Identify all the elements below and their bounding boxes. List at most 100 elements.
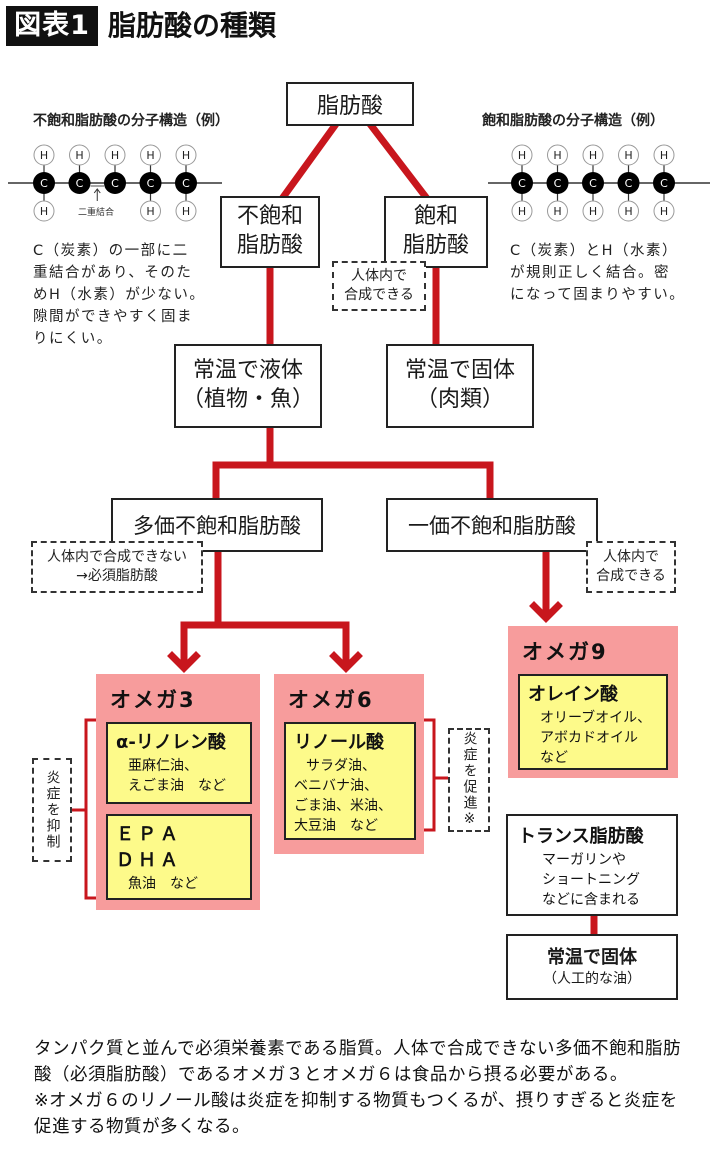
alpha-linolenic-box: α-リノレン酸 亜麻仁油、 えごま油 など [106, 722, 252, 804]
node-label: （植物・魚） [181, 387, 314, 412]
carbon-atom [68, 172, 91, 194]
node-label: 脂肪酸 [316, 94, 383, 119]
hydrogen-label: H [182, 205, 190, 218]
carbon-label: C [147, 177, 155, 190]
note-line: 合成できる [344, 287, 414, 303]
hydrogen-atom [33, 144, 55, 166]
connector-root-sat [365, 119, 430, 201]
carbon-label: C [660, 177, 668, 190]
food-line: オリーブオイル、 [540, 710, 652, 726]
footer-paragraph: タンパク質と並んで必須栄養素である脂質。人体で合成できない多価不飽和脂肪酸（必須… [34, 1039, 681, 1085]
double-bond-label: 二重結合 [78, 208, 115, 218]
epa-dha-box: ＥＰＡ ＤＨＡ 魚油 など [106, 814, 252, 900]
trans-fat-heading: トランス脂肪酸 [518, 826, 644, 847]
note-suppress-inflammation: 炎症を抑制 [32, 758, 72, 862]
hydrogen-label: H [146, 205, 154, 218]
desc-line: になって固まりやすい。 [510, 287, 686, 303]
note-saturated-synthesizable: 人体内で合成できる [332, 261, 426, 311]
carbon-atom [175, 172, 197, 194]
hydrogen-atom [140, 144, 161, 166]
node-label: 飽和 [413, 204, 458, 230]
oleic-heading: オレイン酸 [528, 684, 618, 705]
food-line: など [540, 750, 568, 766]
hydrogen-label: H [660, 205, 668, 218]
node-liquid: 常温で液体（植物・魚） [174, 344, 322, 428]
linoleic-box: リノール酸 サラダ油、 ベニバナ油、 ごま油、米油、 大豆油 など [284, 722, 416, 840]
note-line: 人体内で [350, 268, 407, 285]
omega6-group: オメガ6 リノール酸 サラダ油、 ベニバナ油、 ごま油、米油、 大豆油 など [274, 674, 424, 854]
node-label: 一価不飽和脂肪酸 [408, 514, 576, 538]
connector-lines [72, 119, 598, 939]
alpha-linolenic-heading: α-リノレン酸 [116, 732, 226, 753]
hydrogen-atom [69, 144, 90, 166]
omega9-group: オメガ9 オレイン酸 オリーブオイル、 アボカドオイル など [508, 626, 678, 778]
note-line: →必須脂肪酸 [76, 568, 158, 584]
arrowhead-omega9 [529, 601, 563, 623]
hydrogen-label: H [40, 205, 48, 218]
hydrogen-atom [140, 200, 161, 222]
note-mono-synthesizable: 人体内で合成できる [586, 541, 676, 593]
food-line: 亜麻仁油、 [128, 758, 198, 774]
hydrogen-atom [547, 144, 568, 166]
note-poly-essential: 人体内で合成できない →必須脂肪酸 [31, 541, 203, 593]
connector-liquid-mono [266, 461, 494, 504]
food-line: サラダ油、 [306, 758, 376, 774]
note-promote-inflammation: 炎症を促進※ [448, 728, 490, 832]
food-line: ごま油、米油、 [294, 798, 392, 814]
connector-poly-omega [180, 548, 222, 669]
connector-root-unsat [279, 119, 341, 201]
desc-line: 重結合があり、そのた [33, 265, 193, 281]
carbon-atom [546, 172, 569, 194]
carbon-atom [33, 172, 55, 194]
desc-line: めH（水素）が少ない。 [33, 287, 206, 303]
carbon-label: C [40, 177, 48, 190]
food-line: ベニバナ油、 [294, 778, 378, 794]
node-label: 不飽和 [236, 204, 303, 230]
node-label: 脂肪酸 [236, 233, 303, 258]
trans-solid-box: 常温で固体 （人工的な油） [506, 934, 678, 1000]
food-line: アボカドオイル [540, 730, 638, 746]
omega3-label: オメガ3 [110, 688, 196, 712]
hydrogen-atom [104, 144, 126, 166]
node-label: 多価不飽和脂肪酸 [133, 514, 301, 538]
note-line: 合成できる [596, 568, 666, 584]
hydrogen-atom [175, 144, 197, 166]
omega3-group: オメガ3 α-リノレン酸 亜麻仁油、 えごま油 など ＥＰＡ ＤＨＡ 魚油 など [96, 674, 260, 910]
hydrogen-atom [582, 200, 604, 222]
trans-fat-box: トランス脂肪酸 マーガリンや ショートニング などに含まれる [506, 814, 678, 916]
node-solid: 常温で固体（肉類） [386, 344, 534, 428]
trans-line: ショートニング [542, 872, 640, 888]
node-label: 脂肪酸 [402, 233, 469, 258]
connector-poly-omega6 [214, 621, 350, 669]
note-line: 人体内で合成できない [47, 549, 187, 566]
node-saturated: 飽和脂肪酸 [384, 196, 488, 268]
hydrogen-label: H [75, 149, 83, 162]
hydrogen-label: H [589, 205, 597, 218]
desc-line: C（炭素）の一部に二 [33, 243, 189, 259]
carbon-label: C [518, 177, 526, 190]
figure-badge: 図表1 [6, 6, 98, 46]
note-line: 人体内で [602, 549, 659, 566]
epa-heading: ＥＰＡ [116, 824, 182, 845]
omega9-label: オメガ9 [522, 640, 608, 664]
bracket-omega6 [422, 718, 436, 832]
desc-line: C（炭素）とH（水素） [510, 243, 679, 259]
carbon-label: C [589, 177, 597, 190]
hydrogen-atom [653, 144, 675, 166]
hydrogen-atom [33, 200, 55, 222]
carbon-label: C [554, 177, 562, 190]
oleic-box: オレイン酸 オリーブオイル、 アボカドオイル など [518, 674, 668, 770]
desc-line: が規則正しく結合。密 [510, 265, 670, 281]
hydrogen-atom [618, 144, 639, 166]
linoleic-heading: リノール酸 [294, 732, 384, 753]
unsaturated-molecule-title: 不飽和脂肪酸の分子構造（例） [33, 113, 229, 129]
saturated-molecule-title: 飽和脂肪酸の分子構造（例） [482, 113, 664, 129]
arrowhead-omega3 [167, 651, 201, 673]
carbon-atom [511, 172, 533, 194]
node-monounsaturated: 一価不飽和脂肪酸 [386, 498, 598, 552]
omega6-label: オメガ6 [288, 688, 374, 712]
carbon-label: C [182, 177, 190, 190]
hydrogen-label: H [553, 149, 561, 162]
